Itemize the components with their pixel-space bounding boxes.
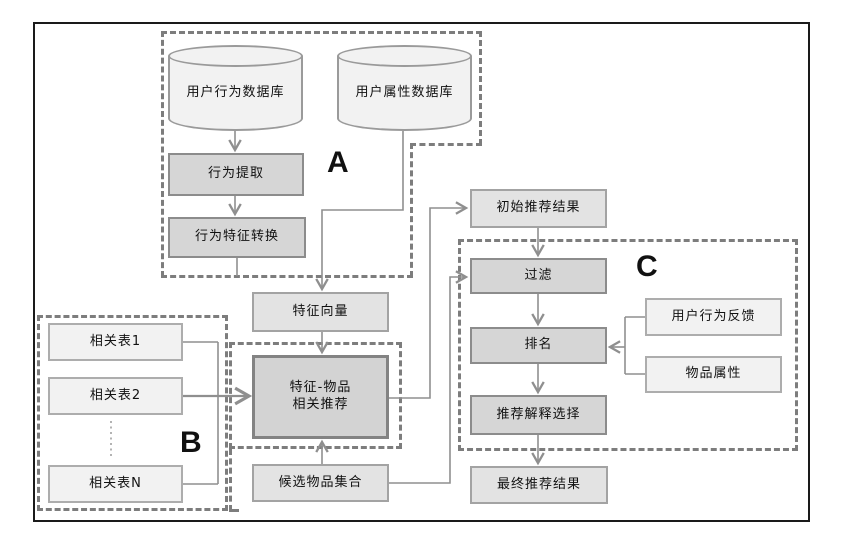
group-a-border-right-lower [410,143,413,277]
group-a-label: A [327,146,349,179]
node-label-line1: 特征-物品 [289,380,352,396]
node-related-table-2: 相关表2 [48,377,183,415]
node-initial-recommendation-result: 初始推荐结果 [470,189,607,228]
node-user-behavior-feedback: 用户行为反馈 [645,298,782,336]
feature-item-enclosure-hook [229,509,239,512]
node-user-attribute-db: 用户属性数据库 [337,45,472,131]
cylinder-body [168,56,303,131]
node-candidate-item-set: 候选物品集合 [252,464,389,502]
node-item-attributes: 物品属性 [645,356,782,393]
group-a-border-notch [410,143,482,146]
node-label-line2: 相关推荐 [292,397,349,412]
group-b-border [37,315,228,511]
feature-item-enclosure-tail [229,449,232,511]
outer-frame [33,22,810,522]
node-label: 用户行为数据库 [186,85,285,100]
group-a-border-bottom [161,275,413,278]
cylinder-top [337,45,472,67]
cylinder-body [337,56,472,131]
node-label: 用户属性数据库 [355,85,454,100]
node-ranking: 排名 [470,327,607,364]
node-behavior-extraction: 行为提取 [168,153,304,196]
node-behavior-feature-transform: 行为特征转换 [168,217,306,258]
node-feature-vector: 特征向量 [252,292,389,332]
node-explanation-selection: 推荐解释选择 [470,395,607,435]
group-a-border-top [161,31,482,34]
node-user-behavior-db: 用户行为数据库 [168,45,303,131]
node-final-recommendation-result: 最终推荐结果 [470,466,608,504]
node-related-table-n: 相关表N [48,465,183,503]
node-related-table-1: 相关表1 [48,323,183,361]
node-feature-item-recommendation: 特征-物品 相关推荐 [252,355,389,439]
group-a-border-right-upper [479,31,482,145]
node-filter: 过滤 [470,258,607,294]
group-a-border-left [161,31,164,277]
group-c-label: C [636,250,658,283]
cylinder-top [168,45,303,67]
group-b-label: B [180,426,202,459]
